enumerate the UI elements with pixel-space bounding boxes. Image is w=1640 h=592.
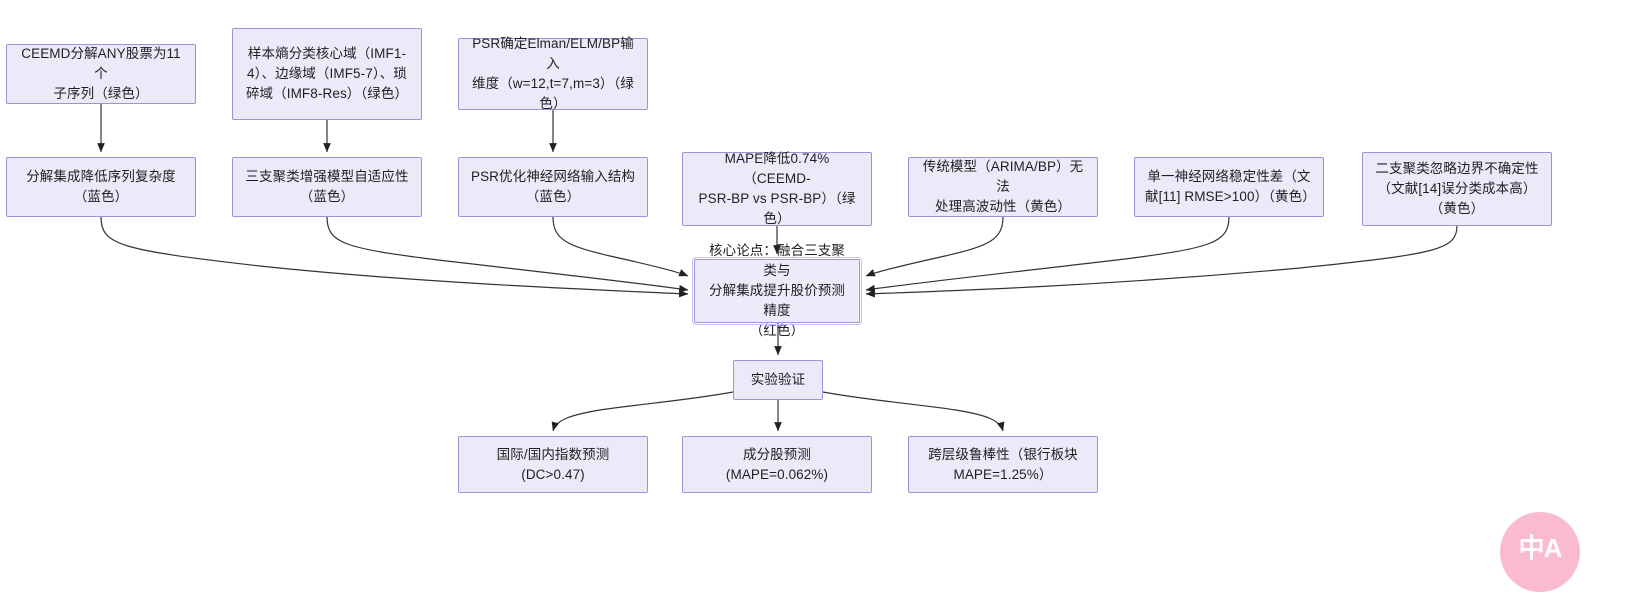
node-ceemd-decompose[interactable]: CEEMD分解ANY股票为11个 子序列（绿色） — [6, 44, 196, 104]
node-label: 三支聚类增强模型自适应性 （蓝色） — [245, 169, 409, 204]
node-cross-level-robustness-result[interactable]: 跨层级鲁棒性（银行板块 MAPE=1.25%） — [908, 436, 1098, 493]
node-constituent-stock-forecast-result[interactable]: 成分股预测 (MAPE=0.062%) — [682, 436, 872, 493]
node-label: 样本熵分类核心域（IMF1- 4）、边缘域（IMF5-7）、琐 碎域（IMF8-… — [245, 46, 409, 101]
node-label: 二支聚类忽略边界不确定性 （文献[14]误分类成本高） （黄色） — [1375, 161, 1539, 216]
edge-n9-n11 — [865, 216, 1230, 293]
node-psr-optimize-nn-input[interactable]: PSR优化神经网络输入结构 （蓝色） — [458, 157, 648, 217]
node-sample-entropy-classify[interactable]: 样本熵分类核心域（IMF1- 4）、边缘域（IMF5-7）、琐 碎域（IMF8-… — [232, 28, 422, 120]
node-three-way-clustering-adaptivity[interactable]: 三支聚类增强模型自适应性 （蓝色） — [232, 157, 422, 217]
node-label: 国际/国内指数预测 (DC>0.47) — [496, 446, 610, 482]
node-label: 成分股预测 (MAPE=0.062%) — [725, 446, 829, 482]
edge-n4-n11 — [100, 216, 689, 298]
node-traditional-model-limitation[interactable]: 传统模型（ARIMA/BP）无法 处理高波动性（黄色） — [908, 157, 1098, 217]
node-label: CEEMD分解ANY股票为11个 子序列（绿色） — [21, 46, 181, 101]
node-mape-improvement[interactable]: MAPE降低0.74%（CEEMD- PSR-BP vs PSR-BP）（绿 色… — [682, 151, 872, 226]
node-label: PSR确定Elman/ELM/BP输入 维度（w=12,t=7,m=3）（绿 色… — [472, 36, 634, 111]
watermark-label: 中A — [1518, 533, 1563, 563]
node-two-way-clustering-boundary[interactable]: 二支聚类忽略边界不确定性 （文献[14]误分类成本高） （黄色） — [1362, 152, 1552, 226]
node-core-argument[interactable]: 核心论点：融合三支聚类与 分解集成提升股价预测精度 （红色） — [692, 243, 862, 338]
node-index-forecast-result[interactable]: 国际/国内指数预测 (DC>0.47) — [458, 436, 648, 493]
edge-n5-n11 — [326, 216, 689, 293]
node-label: MAPE降低0.74%（CEEMD- PSR-BP vs PSR-BP）（绿 色… — [698, 151, 856, 226]
node-single-nn-instability[interactable]: 单一神经网络稳定性差（文 献[11] RMSE>100）（黄色） — [1134, 157, 1324, 217]
node-label: PSR优化神经网络输入结构 （蓝色） — [470, 169, 636, 204]
node-label: 跨层级鲁棒性（银行板块 MAPE=1.25%） — [928, 446, 1078, 482]
diagram-canvas: CEEMD分解ANY股票为11个 子序列（绿色） 样本熵分类核心域（IMF1- … — [6, 28, 1580, 592]
edge-n12-n15 — [822, 391, 1005, 432]
node-reduce-sequence-complexity[interactable]: 分解集成降低序列复杂度 （蓝色） — [6, 157, 196, 217]
node-label: 核心论点：融合三支聚类与 分解集成提升股价预测精度 （红色） — [709, 243, 845, 338]
node-psr-input-dimension[interactable]: PSR确定Elman/ELM/BP输入 维度（w=12,t=7,m=3）（绿 色… — [458, 36, 648, 111]
node-label: 传统模型（ARIMA/BP）无法 处理高波动性（黄色） — [922, 159, 1084, 214]
edge-n6-n11 — [552, 216, 689, 277]
edge-n10-n11 — [865, 225, 1458, 298]
watermark-badge: 中A — [1500, 512, 1580, 592]
node-label: 实验验证 — [750, 372, 806, 387]
node-label: 分解集成降低序列复杂度 （蓝色） — [26, 169, 176, 204]
edge-n12-n13 — [551, 391, 734, 432]
edge-n8-n11 — [865, 216, 1004, 277]
node-experiment-validation[interactable]: 实验验证 — [733, 360, 823, 400]
node-label: 单一神经网络稳定性差（文 献[11] RMSE>100）（黄色） — [1145, 169, 1316, 204]
